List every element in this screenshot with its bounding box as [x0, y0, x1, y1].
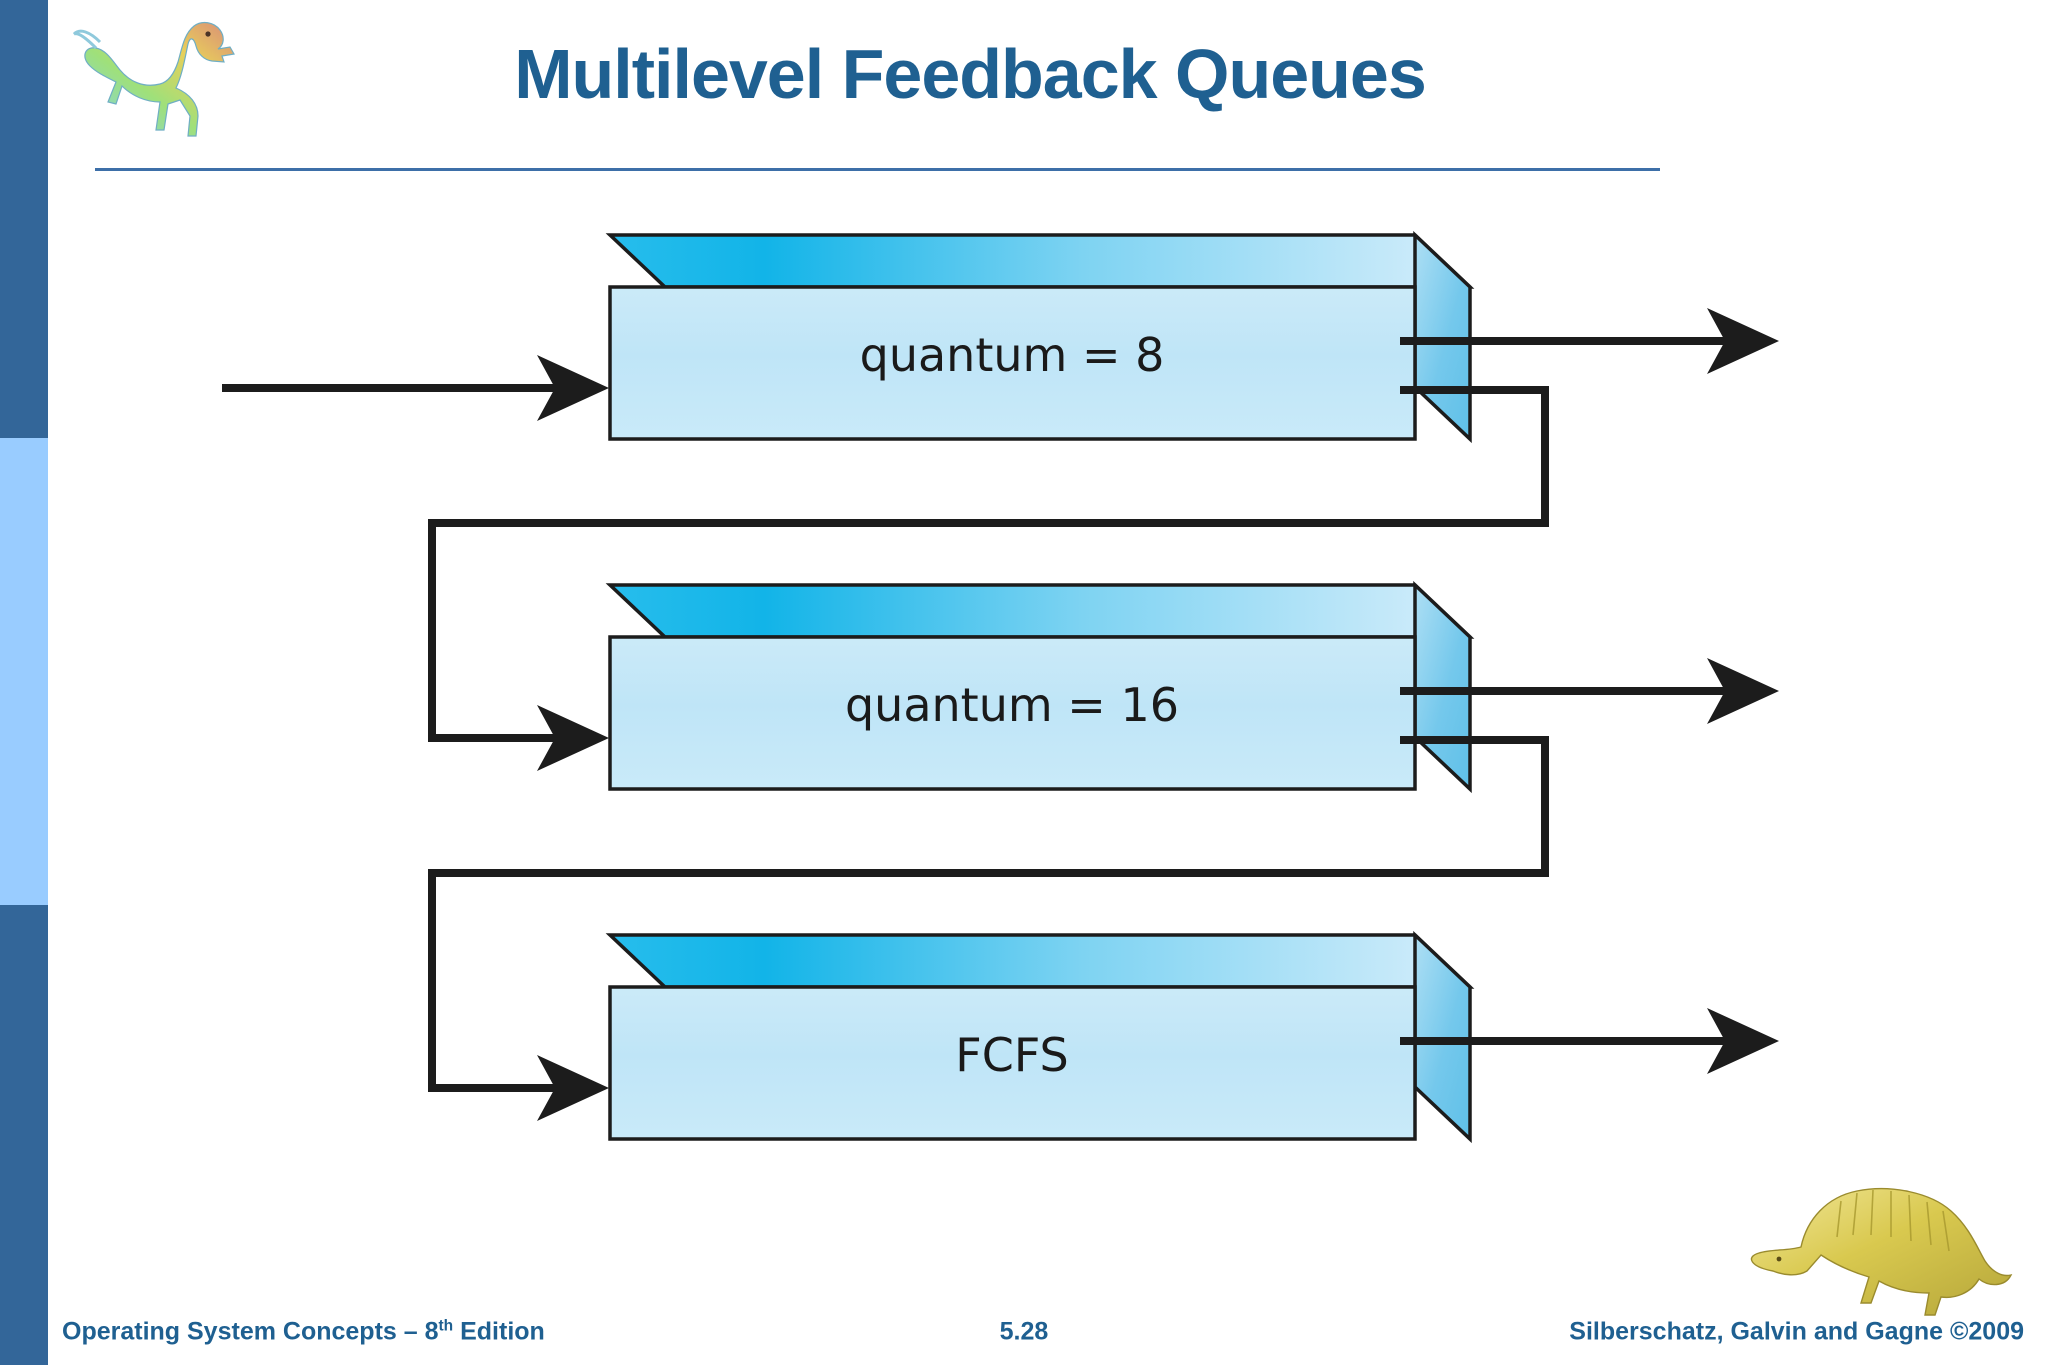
dinosaur-logo-top [72, 21, 235, 137]
footer-left-superscript: th [438, 1317, 454, 1335]
multilevel-feedback-queue-diagram: quantum = 8 quantum = 16 FCFS [0, 175, 2048, 1265]
sidebar-accent-rail [0, 0, 48, 1365]
title-divider-rule [95, 168, 1660, 171]
queue-box-2-top-face [605, 583, 1475, 639]
queue-box-2[interactable]: quantum = 16 [605, 580, 1475, 794]
queue-box-1-label: quantum = 8 [860, 328, 1165, 382]
rail-band-middle [0, 438, 48, 905]
footer-left-main: Operating System Concepts – 8 [62, 1317, 439, 1346]
queue-box-3-label: FCFS [955, 1028, 1068, 1082]
queue-box-1-front-face [608, 285, 1417, 441]
feedback-arrow-1 [428, 386, 1549, 771]
queue-box-3-top-face [605, 933, 1475, 989]
footer-left-tail: Edition [453, 1317, 545, 1346]
queue-box-3-front-face [608, 985, 1417, 1141]
feedback-arrow-2 [428, 736, 1549, 1121]
page-number: 5.28 [999, 1317, 1049, 1346]
queue-box-3[interactable]: FCFS [605, 930, 1475, 1144]
rail-band-top [0, 0, 48, 438]
rail-band-bottom [0, 905, 48, 1365]
queue-box-1-top-face [605, 233, 1475, 289]
queue-box-2-front-face [608, 635, 1417, 791]
footer-left: Operating System Concepts – 8th Edition [62, 1317, 545, 1346]
queue-box-1[interactable]: quantum = 8 [605, 230, 1475, 444]
footer-copyright: Silberschatz, Galvin and Gagne ©2009 [1569, 1317, 2024, 1346]
dinosaur-logo-bottom [1750, 1188, 2013, 1316]
queue-box-2-label: quantum = 16 [845, 678, 1179, 732]
page-title: Multilevel Feedback Queues [514, 35, 1427, 113]
